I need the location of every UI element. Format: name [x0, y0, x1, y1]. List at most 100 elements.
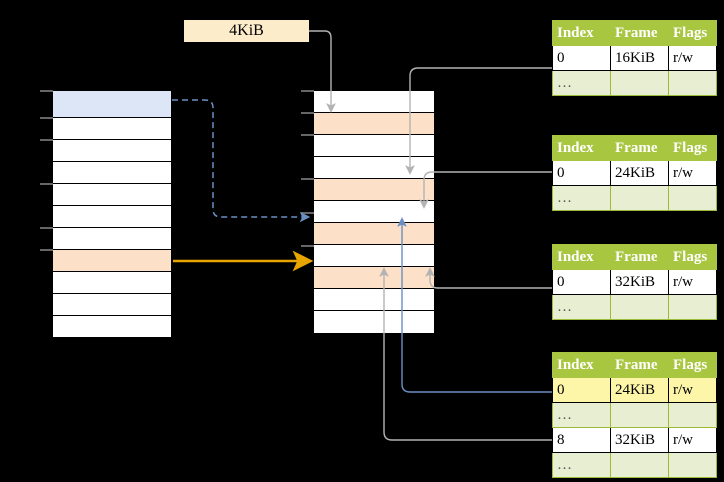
- page-table-4: Index Frame Flags 0 24KiB r/w … 8 32KiB …: [552, 352, 717, 478]
- vas-row-4: [53, 162, 171, 184]
- vas-row-7: [53, 228, 171, 250]
- pm-row-6: [314, 201, 434, 223]
- table-row: …: [552, 70, 717, 96]
- col-header-index: Index: [552, 135, 611, 161]
- pm-tick-6: [301, 245, 314, 247]
- cell-frame: 24KiB: [610, 377, 669, 403]
- col-header-frame: Frame: [610, 135, 669, 161]
- table-row: 8 32KiB r/w: [552, 427, 717, 453]
- cell-index: 0: [552, 160, 611, 186]
- table-row: 0 24KiB r/w: [552, 377, 717, 403]
- size-label-4kib: 4KiB: [184, 20, 309, 42]
- pm-tick-2: [301, 112, 314, 114]
- pm-tick-3: [301, 134, 314, 136]
- page-table-1: Index Frame Flags 0 16KiB r/w …: [552, 20, 717, 96]
- cell-index: 0: [552, 269, 611, 295]
- cell-index: 0: [552, 45, 611, 71]
- cell-frame: [610, 452, 669, 478]
- col-header-flags: Flags: [668, 135, 717, 161]
- cell-flags: r/w: [668, 160, 717, 186]
- table-header-row: Index Frame Flags: [552, 20, 717, 46]
- cell-frame: [610, 402, 669, 428]
- page-table-2: Index Frame Flags 0 24KiB r/w …: [552, 135, 717, 211]
- col-header-frame: Frame: [610, 244, 669, 270]
- table-row: 0 32KiB r/w: [552, 269, 717, 295]
- cell-flags: [668, 452, 717, 478]
- cell-index: …: [552, 402, 611, 428]
- cell-index: …: [552, 70, 611, 96]
- vas-tick-2: [40, 117, 53, 119]
- vas-row-11: [53, 316, 171, 337]
- wire-table2-to-pm: [419, 171, 552, 209]
- table-row: …: [552, 452, 717, 478]
- col-header-flags: Flags: [668, 244, 717, 270]
- pm-tick-5: [301, 212, 314, 214]
- cell-flags: r/w: [668, 269, 717, 295]
- pm-row-9: [314, 267, 434, 289]
- vas-row-3: [53, 140, 171, 162]
- vas-tick-3: [40, 139, 53, 141]
- cell-frame: 16KiB: [610, 45, 669, 71]
- cell-frame: [610, 185, 669, 211]
- vas-row-9: [53, 272, 171, 294]
- vas-row-2: [53, 118, 171, 140]
- pm-row-3: [314, 135, 434, 157]
- col-header-index: Index: [552, 20, 611, 46]
- col-header-index: Index: [552, 352, 611, 378]
- cell-index: 8: [552, 427, 611, 453]
- vas-tick-6: [40, 249, 53, 251]
- cell-index: …: [552, 185, 611, 211]
- physical-memory-column: [313, 90, 435, 333]
- cell-frame: [610, 70, 669, 96]
- table-row: …: [552, 185, 717, 211]
- cell-flags: r/w: [668, 427, 717, 453]
- vas-row-1: [53, 91, 171, 118]
- vas-tick-4: [40, 183, 53, 185]
- col-header-frame: Frame: [610, 20, 669, 46]
- cell-flags: r/w: [668, 45, 717, 71]
- cell-flags: [668, 185, 717, 211]
- cell-frame: 24KiB: [610, 160, 669, 186]
- wire-blue-dashed: [172, 99, 311, 223]
- vas-tick-5: [40, 227, 53, 229]
- col-header-flags: Flags: [668, 20, 717, 46]
- pm-row-1: [314, 91, 434, 113]
- virtual-address-space-column: [52, 90, 172, 337]
- vas-row-6: [53, 206, 171, 228]
- cell-flags: r/w: [668, 377, 717, 403]
- table-row: 0 24KiB r/w: [552, 160, 717, 186]
- pm-row-11: [314, 311, 434, 333]
- cell-index: 0: [552, 377, 611, 403]
- wire-table3-to-pm: [425, 267, 552, 289]
- table-row: …: [552, 402, 717, 428]
- vas-row-10: [53, 294, 171, 316]
- pm-row-10: [314, 289, 434, 311]
- cell-flags: [668, 294, 717, 320]
- cell-index: …: [552, 452, 611, 478]
- vas-row-8: [53, 250, 171, 272]
- pm-row-2: [314, 113, 434, 135]
- table-header-row: Index Frame Flags: [552, 352, 717, 378]
- pm-row-4: [314, 157, 434, 179]
- cell-frame: [610, 294, 669, 320]
- col-header-flags: Flags: [668, 352, 717, 378]
- pm-row-8: [314, 245, 434, 267]
- table-row: 0 16KiB r/w: [552, 45, 717, 71]
- table-row: …: [552, 294, 717, 320]
- pm-tick-1: [301, 90, 314, 92]
- col-header-index: Index: [552, 244, 611, 270]
- cell-frame: 32KiB: [610, 427, 669, 453]
- table-header-row: Index Frame Flags: [552, 135, 717, 161]
- cell-index: …: [552, 294, 611, 320]
- cell-flags: [668, 402, 717, 428]
- table-header-row: Index Frame Flags: [552, 244, 717, 270]
- page-table-3: Index Frame Flags 0 32KiB r/w …: [552, 244, 717, 320]
- pm-row-7: [314, 223, 434, 245]
- cell-flags: [668, 70, 717, 96]
- pm-row-5: [314, 179, 434, 201]
- vas-tick-1: [40, 90, 53, 92]
- pm-tick-4: [301, 178, 314, 180]
- cell-frame: 32KiB: [610, 269, 669, 295]
- col-header-frame: Frame: [610, 352, 669, 378]
